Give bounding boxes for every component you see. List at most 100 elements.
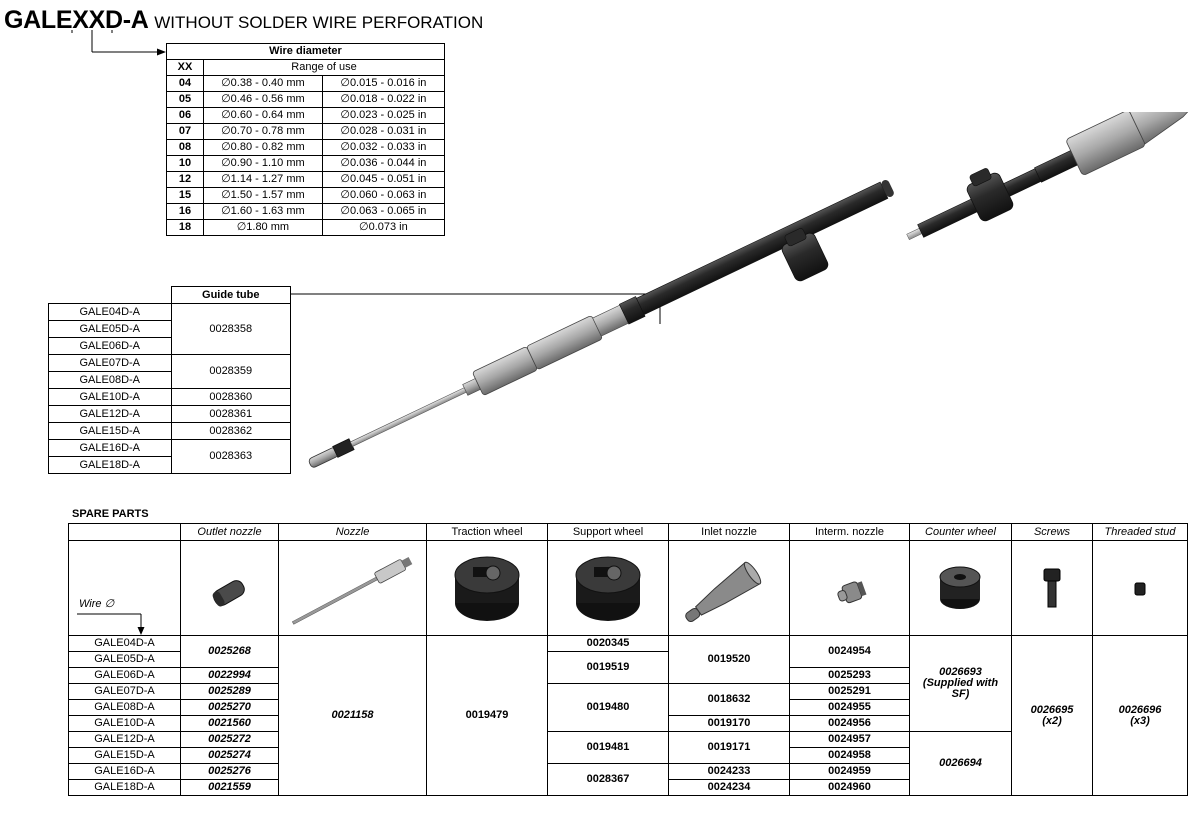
guide-model: GALE04D-A (48, 303, 172, 321)
interm-ref: 0024960 (789, 779, 910, 796)
screws-image (1011, 540, 1093, 636)
guide-ref: 0028361 (170, 405, 291, 423)
wire-arrow (77, 613, 145, 635)
inlet-ref: 0018632 (668, 683, 790, 716)
outlet-ref: 0021560 (180, 715, 279, 732)
model-cell: GALE06D-A (68, 667, 181, 684)
wire-row: 05∅0.46 - 0.56 mm∅0.018 - 0.022 in (166, 91, 446, 108)
counter-note-1: (Supplied with (922, 677, 999, 689)
wire-row: 04∅0.38 - 0.40 mm∅0.015 - 0.016 in (166, 75, 446, 92)
guide-model: GALE10D-A (48, 388, 172, 406)
guide-ref: 0028358 (170, 303, 291, 355)
title-main: GALEXXD-A (4, 6, 148, 34)
wire-row: 18∅1.80 mm∅0.073 in (166, 219, 446, 236)
inlet-ref: 0019520 (668, 635, 790, 684)
threaded-stud-image (1092, 540, 1188, 636)
model-cell: GALE10D-A (68, 715, 181, 732)
traction-wheel-image (426, 540, 548, 636)
outlet-ref: 0022994 (180, 667, 279, 684)
title-subtitle: WITHOUT SOLDER WIRE PERFORATION (154, 13, 484, 32)
interm-ref: 0024956 (789, 715, 910, 732)
interm-ref: 0024958 (789, 747, 910, 764)
guide-ref: 0028362 (170, 422, 291, 440)
header-screws: Screws (1011, 523, 1093, 541)
nozzle-ref: 0021158 (278, 635, 427, 796)
screws-qty: (x2) (1042, 714, 1062, 727)
model-cell: GALE16D-A (68, 763, 181, 780)
stud-ref: 0026696 (1118, 703, 1162, 716)
wire-row: 10∅0.90 - 1.10 mm∅0.036 - 0.044 in (166, 155, 446, 172)
support-ref: 0019480 (547, 683, 669, 732)
support-ref: 0028367 (547, 763, 669, 796)
interm-ref: 0024955 (789, 699, 910, 716)
stud-ref-group: 0026696 (x3) (1092, 635, 1188, 796)
header-nozzle: Nozzle (278, 523, 427, 541)
counter-ref-2: 0026694 (909, 731, 1012, 796)
wire-inch-cell: ∅0.018 - 0.022 in (321, 91, 446, 108)
guide-model: GALE05D-A (48, 320, 172, 338)
wire-xx-cell: 07 (166, 123, 204, 140)
spare-parts-label: SPARE PARTS (72, 508, 149, 520)
guide-ref: 0028363 (170, 439, 291, 474)
guide-model: GALE08D-A (48, 371, 172, 389)
model-cell: GALE18D-A (68, 779, 181, 796)
wire-label-cell: Wire ∅ (68, 540, 181, 636)
interm-ref: 0025291 (789, 683, 910, 700)
title-arrow (71, 30, 166, 56)
model-cell: GALE07D-A (68, 683, 181, 700)
guide-ref: 0028359 (170, 354, 291, 389)
wire-xx-cell: 18 (166, 219, 204, 236)
support-ref: 0019481 (547, 731, 669, 764)
guide-ref: 0028360 (170, 388, 291, 406)
outlet-ref: 0025289 (180, 683, 279, 700)
counter-wheel-image (909, 540, 1012, 636)
guide-tube-part (636, 181, 889, 315)
wire-xx-cell: 16 (166, 203, 204, 220)
spare-corner-cell (68, 523, 181, 541)
header-traction-wheel: Traction wheel (426, 523, 548, 541)
guide-model: GALE18D-A (48, 456, 172, 474)
guide-blank-cell (48, 286, 172, 304)
wire-inch-cell: ∅0.015 - 0.016 in (321, 75, 446, 92)
model-cell: GALE12D-A (68, 731, 181, 748)
header-outlet-nozzle: Outlet nozzle (180, 523, 279, 541)
support-wheel-image (547, 540, 669, 636)
outlet-ref: 0025270 (180, 699, 279, 716)
counter-ref-group-1: 0026693 (Supplied with SF) (909, 635, 1012, 732)
interm-ref: 0025293 (789, 667, 910, 684)
stud-qty: (x3) (1130, 714, 1150, 727)
body-sleeve-part (472, 346, 538, 396)
inlet-ref: 0019170 (668, 715, 790, 732)
support-ref: 0019519 (547, 651, 669, 684)
inlet-ref: 0024233 (668, 763, 790, 780)
col-range-header: Range of use (203, 59, 445, 76)
support-ref: 0020345 (547, 635, 669, 652)
nozzle-image (278, 540, 427, 636)
inlet-body-part (1066, 112, 1145, 175)
wire-xx-cell: 08 (166, 139, 204, 156)
wire-mm-cell: ∅0.38 - 0.40 mm (203, 75, 323, 92)
spare-parts-table: Outlet nozzle Nozzle Traction wheel Supp… (68, 523, 1188, 796)
header-threaded-stud: Threaded stud (1092, 523, 1188, 541)
assembly-illustration (308, 112, 1190, 468)
guide-model: GALE16D-A (48, 439, 172, 457)
outlet-ref: 0025274 (180, 747, 279, 764)
wire-row: 06∅0.60 - 0.64 mm∅0.023 - 0.025 in (166, 107, 446, 124)
guide-model: GALE06D-A (48, 337, 172, 355)
wire-xx-cell: 15 (166, 187, 204, 204)
guide-tube-header: Guide tube (170, 286, 291, 304)
inlet-nozzle-image (668, 540, 790, 636)
page-title: GALEXXD-A WITHOUT SOLDER WIRE PERFORATIO… (4, 6, 483, 35)
model-cell: GALE04D-A (68, 635, 181, 652)
outlet-ref: 0025268 (180, 635, 279, 668)
outlet-ref: 0025276 (180, 763, 279, 780)
wire-table-title: Wire diameter (166, 43, 445, 60)
guide-model: GALE07D-A (48, 354, 172, 372)
wire-inch-cell: ∅0.073 in (321, 219, 446, 236)
interm-ref: 0024957 (789, 731, 910, 748)
wire-xx-cell: 05 (166, 91, 204, 108)
guide-model: GALE12D-A (48, 405, 172, 423)
header-inlet-nozzle: Inlet nozzle (668, 523, 790, 541)
interm-nozzle-image (789, 540, 910, 636)
header-support-wheel: Support wheel (547, 523, 669, 541)
